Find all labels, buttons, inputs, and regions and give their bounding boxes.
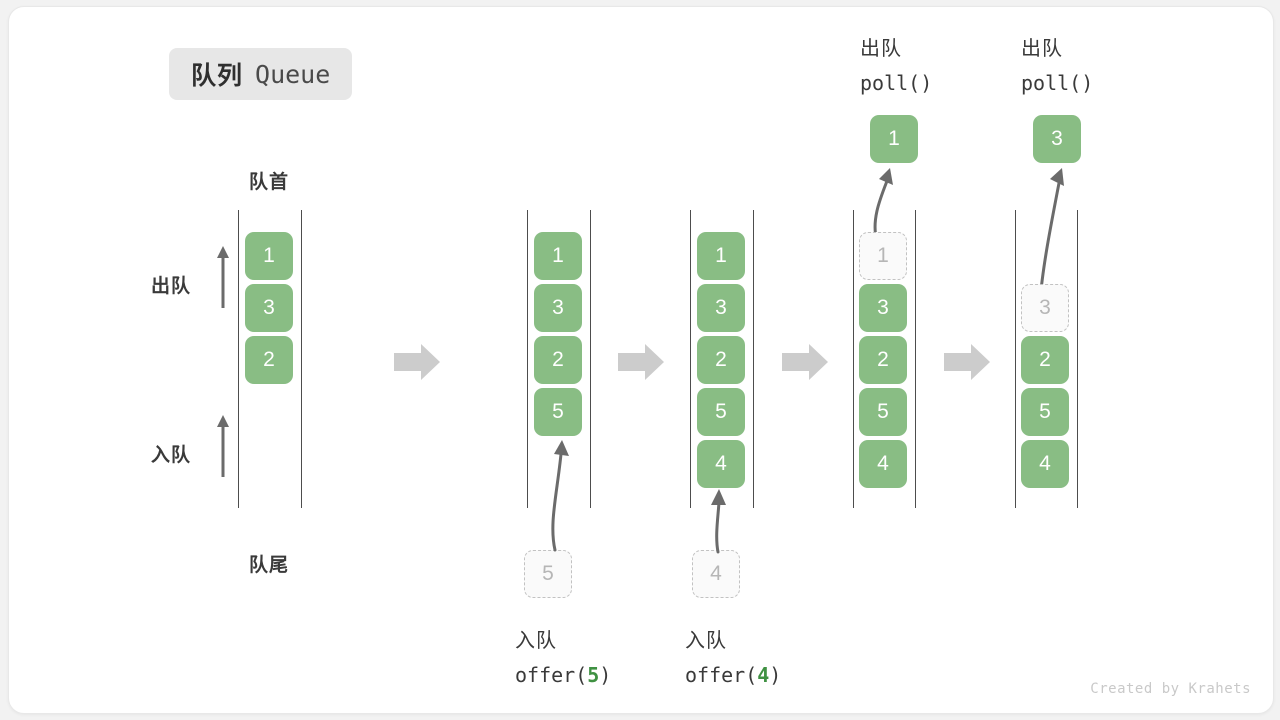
polled-output-cell: 3 <box>1033 115 1081 163</box>
arrow-up-icon-dequeue <box>216 244 230 308</box>
caption-poll-3: 出队 poll() <box>1021 32 1093 100</box>
queue-cell: 4 <box>859 440 907 488</box>
diagram-stage: 队列 Queue 队首 队尾 出队 入队 1 3 2 1 3 2 5 5 <box>9 7 1273 713</box>
queue-cell: 5 <box>1021 388 1069 436</box>
caption-offer-4: 入队 offer(4) <box>685 624 781 692</box>
caption-code: offer(4) <box>685 663 782 687</box>
rail-left-stage-2 <box>527 210 528 508</box>
label-queue-rear: 队尾 <box>249 555 290 576</box>
title-en: Queue <box>255 59 331 89</box>
queue-cell: 5 <box>697 388 745 436</box>
rail-left-stage-4 <box>853 210 854 508</box>
queue-cell: 1 <box>534 232 582 280</box>
caption-code: poll() <box>1021 71 1094 95</box>
label-enqueue-marker: 入队 <box>151 445 192 466</box>
caption-cn: 出队 <box>1021 38 1063 60</box>
queue-cell: 3 <box>534 284 582 332</box>
queue-cell: 3 <box>859 284 907 332</box>
dequeue-arrow-stage-4 <box>854 163 914 243</box>
block-arrow-right-icon <box>618 342 664 382</box>
caption-code: poll() <box>860 71 933 95</box>
block-arrow-right-icon <box>782 342 828 382</box>
queue-cell: 2 <box>859 336 907 384</box>
diagram-title-badge: 队列 Queue <box>169 48 353 100</box>
arrow-up-icon-enqueue <box>216 413 230 477</box>
rail-right-stage-3 <box>753 210 754 508</box>
input-ghost-cell: 5 <box>524 550 572 598</box>
queue-cell: 2 <box>245 336 293 384</box>
label-dequeue-marker: 出队 <box>151 276 192 297</box>
queue-cell: 1 <box>697 232 745 280</box>
queue-cell: 3 <box>697 284 745 332</box>
rail-left-stage-5 <box>1015 210 1016 508</box>
label-queue-front: 队首 <box>249 172 290 193</box>
title-cn: 队列 <box>191 62 244 90</box>
enqueue-arrow-stage-2 <box>529 432 589 552</box>
caption-code: offer(5) <box>515 663 612 687</box>
block-arrow-right-icon <box>394 342 440 382</box>
queue-cell: 2 <box>534 336 582 384</box>
queue-cell-new: 4 <box>697 440 745 488</box>
queue-cell-removed: 1 <box>859 232 907 280</box>
rail-right-stage-2 <box>590 210 591 508</box>
dequeue-arrow-stage-5 <box>1009 163 1079 303</box>
caption-offer-5: 入队 offer(5) <box>515 624 611 692</box>
queue-cell-removed: 3 <box>1021 284 1069 332</box>
queue-cell: 2 <box>697 336 745 384</box>
input-ghost-cell: 4 <box>692 550 740 598</box>
rail-right-stage-1 <box>301 210 302 508</box>
block-arrow-right-icon <box>944 342 990 382</box>
diagram-canvas: 队列 Queue 队首 队尾 出队 入队 1 3 2 1 3 2 5 5 <box>8 6 1274 714</box>
credit-text: Created by Krahets <box>1090 681 1251 697</box>
queue-cell: 1 <box>245 232 293 280</box>
caption-cn: 出队 <box>860 38 902 60</box>
rail-right-stage-5 <box>1077 210 1078 508</box>
queue-cell: 3 <box>245 284 293 332</box>
queue-cell: 5 <box>859 388 907 436</box>
caption-poll-1: 出队 poll() <box>860 32 932 100</box>
rail-left-stage-3 <box>690 210 691 508</box>
caption-cn: 入队 <box>685 630 727 652</box>
queue-cell: 2 <box>1021 336 1069 384</box>
rail-left-stage-1 <box>238 210 239 508</box>
rail-right-stage-4 <box>915 210 916 508</box>
caption-cn: 入队 <box>515 630 557 652</box>
queue-cell-new: 5 <box>534 388 582 436</box>
polled-output-cell: 1 <box>870 115 918 163</box>
enqueue-arrow-stage-3 <box>699 484 749 554</box>
queue-cell: 4 <box>1021 440 1069 488</box>
